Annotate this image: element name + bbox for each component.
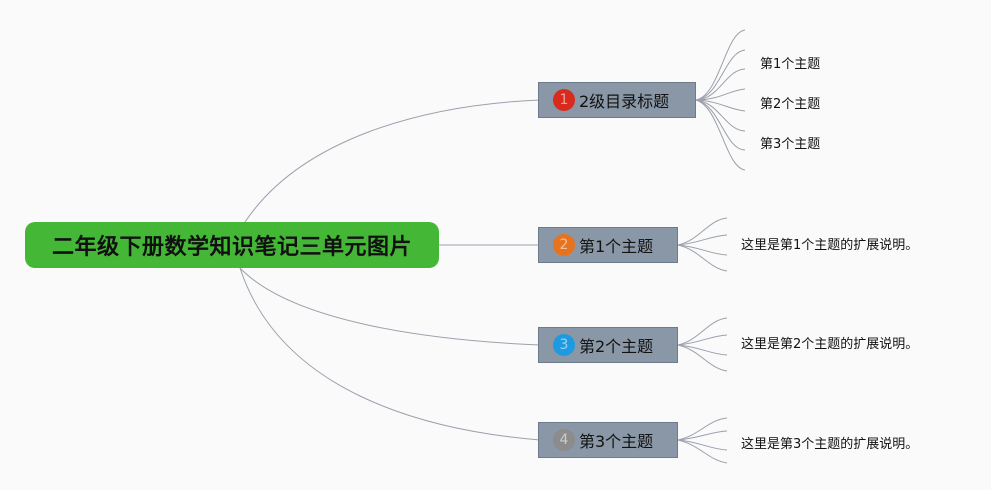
subtopic-1[interactable]: 第1个主题 bbox=[760, 57, 821, 72]
branch-topic-3[interactable]: 3 第2个主题 bbox=[538, 327, 678, 363]
root-topic[interactable]: 二年级下册数学知识笔记三单元图片 bbox=[25, 222, 439, 268]
number-badge-4-icon: 4 bbox=[553, 429, 575, 451]
number-badge-3-icon: 3 bbox=[553, 334, 575, 356]
number-badge-1-icon: 1 bbox=[553, 89, 575, 111]
branch-topic-label: 2级目录标题 bbox=[579, 92, 670, 111]
topic-note[interactable]: 这里是第3个主题的扩展说明。 bbox=[741, 437, 919, 452]
subtopic-2[interactable]: 第2个主题 bbox=[760, 97, 821, 112]
topic-note[interactable]: 这里是第2个主题的扩展说明。 bbox=[741, 337, 919, 352]
subtopic-3[interactable]: 第3个主题 bbox=[760, 137, 821, 152]
number-badge-2-icon: 2 bbox=[553, 234, 575, 256]
branch-topic-1[interactable]: 1 2级目录标题 bbox=[538, 82, 696, 118]
branch-topic-label: 第3个主题 bbox=[579, 432, 654, 451]
topic-note[interactable]: 这里是第1个主题的扩展说明。 bbox=[741, 238, 919, 253]
branch-topic-label: 第2个主题 bbox=[579, 337, 654, 356]
branch-topic-2[interactable]: 2 第1个主题 bbox=[538, 227, 678, 263]
root-topic-label: 二年级下册数学知识笔记三单元图片 bbox=[51, 235, 412, 260]
branch-topic-4[interactable]: 4 第3个主题 bbox=[538, 422, 678, 458]
branch-topic-label: 第1个主题 bbox=[579, 237, 654, 256]
